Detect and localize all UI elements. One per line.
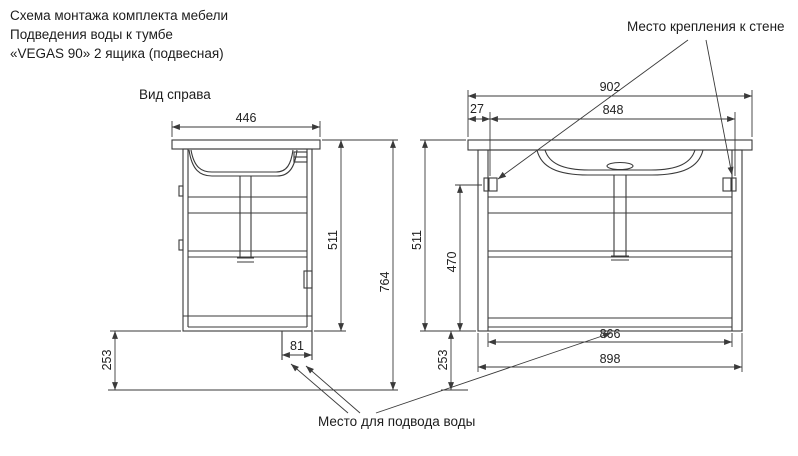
dimension-annotations: 446 511 764 253 81 xyxy=(100,80,753,391)
dim-front-inner-width: 866 xyxy=(487,327,733,347)
dim-side-depth: 446 xyxy=(171,111,321,137)
dim-front-floor-clearance-text: 253 xyxy=(436,350,450,371)
dim-side-water-offset-text: 81 xyxy=(290,339,304,353)
side-view-drawing xyxy=(171,139,321,360)
title-line-1: Схема монтажа комплекта мебели xyxy=(10,8,229,23)
dim-side-total-height-text: 764 xyxy=(378,272,392,293)
wall-mount-label: Место крепления к стене xyxy=(627,19,785,34)
side-countertop xyxy=(171,139,321,150)
wall-bracket-right xyxy=(722,177,737,192)
dim-front-body-width: 898 xyxy=(477,333,743,372)
front-countertop xyxy=(467,139,753,151)
title-line-3: «VEGAS 90» 2 ящика (подвесная) xyxy=(10,46,224,61)
side-view-label: Вид справа xyxy=(139,87,211,102)
water-supply-leaders xyxy=(290,332,612,414)
front-drawer-lines xyxy=(488,196,732,328)
dim-side-water-offset: 81 xyxy=(281,339,313,358)
water-supply-label: Место для подвода воды xyxy=(318,414,476,429)
dim-side-cabinet-height-text: 511 xyxy=(326,230,340,250)
dim-front-inner-height-text: 470 xyxy=(445,252,459,273)
front-drain-pipe xyxy=(611,175,629,261)
dim-front-top-width: 902 xyxy=(467,80,753,137)
wall-bracket-left xyxy=(483,177,498,192)
dim-side-cabinet-height: 511 xyxy=(314,139,346,332)
side-basin-outline xyxy=(188,149,308,177)
dim-front-mount-span-text: 848 xyxy=(603,103,624,117)
dim-front-mount-offset: 27 xyxy=(467,102,491,176)
dim-front-mount-span: 848 xyxy=(489,103,736,176)
front-view-drawing xyxy=(467,139,753,332)
front-basin-outline xyxy=(536,149,704,176)
title-line-2: Подведения воды к тумбе xyxy=(10,27,173,42)
side-fittings xyxy=(178,185,313,289)
dim-front-cabinet-height-text: 511 xyxy=(410,230,424,250)
dim-front-floor-clearance: 253 xyxy=(436,330,468,391)
dim-front-cabinet-height: 511 xyxy=(410,139,476,332)
dim-front-inner-height: 470 xyxy=(445,184,482,332)
dim-side-floor-clearance: 253 xyxy=(100,330,181,391)
front-cabinet-body xyxy=(477,149,743,332)
dim-side-depth-text: 446 xyxy=(236,111,257,125)
dim-front-body-width-text: 898 xyxy=(600,352,621,366)
side-drain-pipe xyxy=(237,176,254,263)
dim-front-inner-width-text: 866 xyxy=(600,327,621,341)
dim-side-floor-clearance-text: 253 xyxy=(100,350,114,371)
side-drawer-lines xyxy=(188,196,307,258)
wall-mount-leaders xyxy=(497,39,734,180)
dim-front-mount-offset-text: 27 xyxy=(470,102,484,116)
title-block: Схема монтажа комплекта мебели Подведени… xyxy=(10,6,228,63)
dim-front-top-width-text: 902 xyxy=(600,80,621,94)
dim-side-total-height: 764 xyxy=(346,139,398,391)
